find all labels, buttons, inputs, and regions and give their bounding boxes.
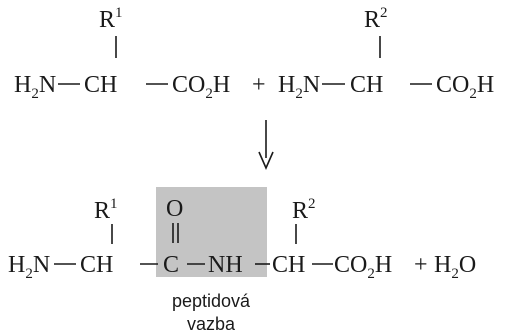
svg-text:R1: R1 [99, 5, 123, 33]
reactant-2-carboxyl-group: CO2H [436, 72, 494, 102]
product-ch-2: CH [272, 252, 305, 278]
product-r2-superscript: 2 [308, 196, 316, 212]
r2-label: R [364, 7, 380, 33]
amide-nh: NH [208, 252, 243, 278]
svg-text:R1: R1 [94, 196, 118, 224]
reaction-arrow [258, 120, 274, 170]
dipeptide-product: R1 O R2 H2N CH C NH CH CO2H [8, 196, 392, 282]
product-ch-1: CH [80, 252, 113, 278]
arrow-head [258, 151, 274, 170]
svg-text:R2: R2 [292, 196, 316, 224]
carbonyl-oxygen: O [166, 196, 183, 222]
reactant-1-ch: CH [84, 72, 117, 98]
caption-line-2: vazba [187, 314, 236, 334]
peptide-bond-highlight [156, 187, 267, 277]
carbonyl-carbon: C [163, 252, 179, 278]
product-r1-label: R [94, 198, 110, 224]
product-carboxyl-group: CO2H [334, 252, 392, 282]
reactant-1-amine-group: H2N [14, 72, 56, 102]
svg-text:R2: R2 [364, 5, 388, 33]
r2-superscript: 2 [380, 5, 388, 21]
reactant-2-amine-group: H2N [278, 72, 320, 102]
plus-sign-reactants: + [252, 72, 266, 98]
r1-superscript: 1 [115, 5, 123, 21]
caption-line-1: peptidová [172, 291, 251, 311]
plus-sign-products: + [414, 252, 428, 278]
reactant-1: R1 H2N CH CO2H [14, 5, 230, 102]
product-r2-label: R [292, 198, 308, 224]
reactant-2-ch: CH [350, 72, 383, 98]
water-molecule: H2O [434, 252, 476, 282]
product-r1-superscript: 1 [110, 196, 118, 212]
product-amine-group: H2N [8, 252, 50, 282]
reactant-2: R2 H2N CH CO2H [278, 5, 494, 102]
reactant-1-carboxyl-group: CO2H [172, 72, 230, 102]
r1-label: R [99, 7, 115, 33]
